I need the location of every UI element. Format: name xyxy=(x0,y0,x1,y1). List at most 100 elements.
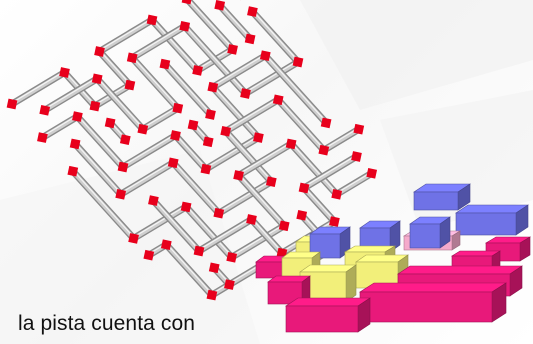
pad-square xyxy=(104,117,116,129)
wire-highlight xyxy=(211,261,265,295)
pad-square xyxy=(240,88,251,99)
wire-segment xyxy=(211,53,267,90)
pad-square xyxy=(298,182,310,194)
pad-square xyxy=(172,102,184,114)
wire-highlight xyxy=(219,3,251,39)
pad-square xyxy=(180,201,192,213)
wire-highlight xyxy=(72,169,135,238)
pad-square xyxy=(208,262,220,274)
wire-segment xyxy=(302,186,336,224)
pad-square xyxy=(253,132,264,143)
wire-highlight xyxy=(185,205,233,257)
wire-highlight xyxy=(96,77,144,129)
wire-segment xyxy=(71,169,136,240)
wire-segment xyxy=(97,50,132,87)
wire-segment xyxy=(204,135,260,171)
wire-highlight xyxy=(212,85,259,137)
wire-segment xyxy=(263,54,328,125)
wire-segment xyxy=(131,24,186,60)
pad-square xyxy=(193,245,205,257)
wire-highlight xyxy=(184,24,246,93)
wire-highlight xyxy=(99,18,153,51)
wire-segment xyxy=(211,85,260,140)
wire-highlight xyxy=(74,142,122,194)
pad-square xyxy=(272,94,284,106)
pad-square xyxy=(244,33,256,45)
pad-square xyxy=(318,144,330,156)
magenta-block-front xyxy=(285,305,359,333)
magenta-block xyxy=(450,250,502,275)
wire-highlight xyxy=(323,127,360,150)
wire-segment xyxy=(197,217,253,253)
pad-square xyxy=(126,52,138,64)
magenta-block-front xyxy=(267,281,303,305)
wire-highlight xyxy=(277,98,325,150)
wire-segment xyxy=(322,127,360,153)
wire-segment xyxy=(237,142,293,178)
pad-square xyxy=(259,50,271,62)
wire-segment xyxy=(141,106,179,132)
wire-highlight xyxy=(218,179,272,213)
wire-segment xyxy=(41,114,79,140)
pad-square xyxy=(320,117,332,129)
wire-highlight xyxy=(164,62,211,114)
wire-segment xyxy=(173,134,208,171)
wire-highlight xyxy=(122,133,176,167)
wire-highlight xyxy=(303,154,357,188)
pad-square xyxy=(227,44,238,55)
pad-square xyxy=(220,125,232,137)
wire-highlight xyxy=(42,114,78,137)
wire-highlight xyxy=(212,53,266,87)
wire-segment xyxy=(224,97,280,134)
blue-block-front xyxy=(455,212,517,236)
pad-square xyxy=(329,216,340,227)
wire-segment xyxy=(302,154,358,190)
wire-segment xyxy=(230,223,286,260)
pad-square xyxy=(202,136,214,148)
wire-segment xyxy=(224,129,273,184)
pad-square xyxy=(233,170,244,181)
pad-square xyxy=(331,188,343,200)
pad-square xyxy=(224,279,235,290)
wire-highlight xyxy=(188,0,234,49)
pad-square xyxy=(59,67,70,78)
wire-highlight xyxy=(198,217,252,251)
wire-segment xyxy=(237,173,286,228)
wire-highlight xyxy=(172,161,220,213)
wire-segment xyxy=(164,243,214,297)
pad-square xyxy=(6,98,18,110)
pad-square xyxy=(181,0,193,5)
wire-segment xyxy=(171,161,221,215)
pad-square xyxy=(72,111,83,122)
pad-square xyxy=(137,123,149,135)
wire-highlight xyxy=(303,186,335,221)
wire-highlight xyxy=(131,24,186,58)
pad-square xyxy=(226,251,238,263)
wire-segment xyxy=(289,142,339,196)
wire-segment xyxy=(218,3,252,41)
pad-square xyxy=(207,81,219,93)
wire-segment xyxy=(183,24,248,95)
pad-square xyxy=(213,207,225,219)
pad-square xyxy=(296,209,308,221)
pad-square xyxy=(67,165,79,177)
pad-square xyxy=(128,233,139,244)
pad-square xyxy=(124,79,136,91)
pad-square xyxy=(167,157,179,169)
pad-square xyxy=(278,220,290,232)
pad-square xyxy=(292,56,304,68)
wire-highlight xyxy=(165,243,213,295)
magenta-block-top xyxy=(285,297,371,307)
wire-segment xyxy=(130,56,180,110)
wire-segment xyxy=(249,218,284,255)
blue-block xyxy=(455,204,529,236)
wire-segment xyxy=(119,160,175,197)
magenta-block-top xyxy=(358,282,508,293)
wire-segment xyxy=(43,76,99,113)
wire-segment xyxy=(163,62,213,116)
pad-square xyxy=(214,0,226,11)
blue-block-front xyxy=(409,223,441,249)
wire-highlight xyxy=(205,135,259,169)
wire-highlight xyxy=(290,142,338,194)
pad-square xyxy=(91,73,103,85)
